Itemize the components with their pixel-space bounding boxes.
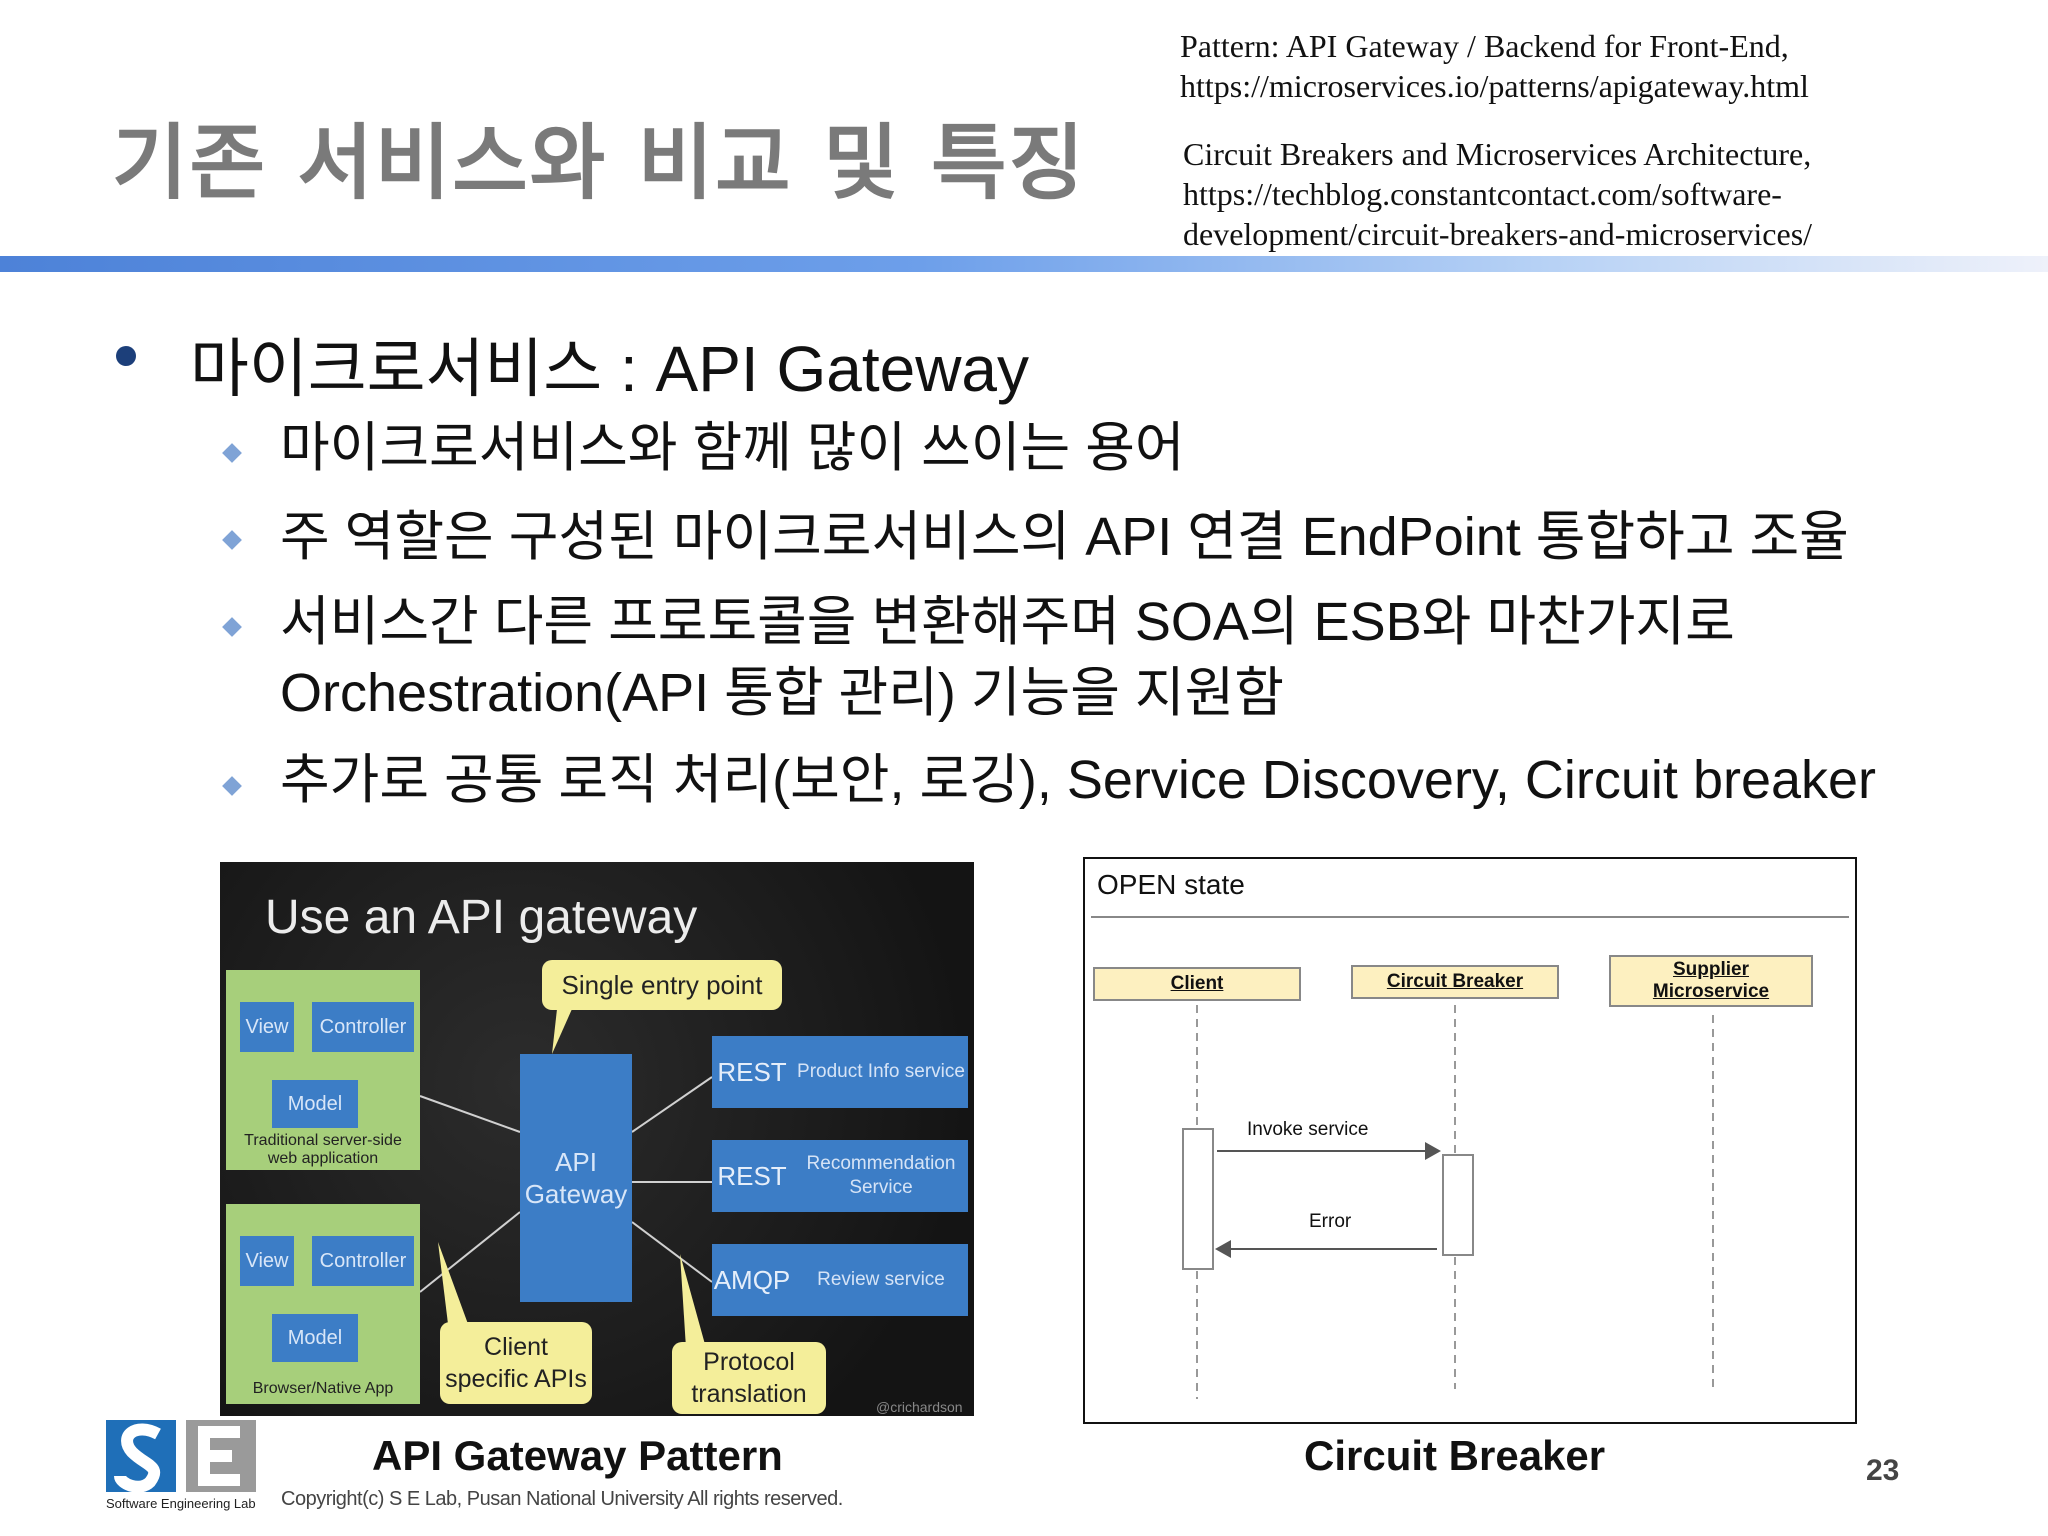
reference-circuit-breaker: Circuit Breakers and Microservices Archi… — [1183, 136, 1813, 252]
api-gateway-figure: Use an API gateway Single entry point Vi… — [220, 862, 974, 1416]
gateway-figure-title: Use an API gateway — [265, 891, 698, 944]
circuit-figure-caption: Circuit Breaker — [1304, 1432, 1606, 1479]
native-model-box: Model — [272, 1314, 358, 1362]
sub-bullet-3-cont: Orchestration(API 통합 관리) 기능을 지원함 — [280, 663, 1284, 723]
sub-bullet-marker — [222, 443, 242, 463]
callout-single-entry-point: Single entry point — [542, 960, 782, 1010]
sub-bullet-3: 서비스간 다른 프로토콜을 변환해주며 SOA의 ESB와 마찬가지로 — [280, 592, 1735, 652]
native-app-label: Browser/Native App — [252, 1380, 394, 1397]
main-bullet-dot — [116, 346, 136, 366]
copyright-text: Copyright(c) S E Lab, Pusan National Uni… — [281, 1488, 843, 1510]
service-name: Recommendation Service — [806, 1153, 956, 1198]
participant-supplier-microservice: Supplier Microservice — [1609, 955, 1813, 1007]
gateway-figure-caption: API Gateway Pattern — [372, 1432, 783, 1479]
api-gateway-box: API Gateway — [520, 1054, 632, 1302]
reference-api-gateway: Pattern: API Gateway / Backend for Front… — [1180, 28, 1809, 104]
web-app-group: View Controller Model Traditional server… — [226, 970, 420, 1170]
logo-caption: Software Engineering Lab — [106, 1496, 256, 1511]
main-bullet-text: 마이크로서비스 : API Gateway — [190, 333, 1030, 405]
sub-bullet-marker — [222, 530, 242, 550]
service-name: Product Info service — [797, 1061, 965, 1082]
service-row-product-info: REST Product Info service — [712, 1036, 968, 1108]
participant-client: Client — [1093, 967, 1301, 1001]
slide-title: 기존 서비스와 비교 및 특징 — [112, 116, 1087, 211]
sub-bullet-4: 추가로 공통 로직 처리(보안, 로깅), Service Discovery,… — [280, 750, 1877, 810]
circuit-breaker-figure: OPEN state Client Circuit Breaker Suppli… — [1083, 857, 1857, 1424]
service-protocol: REST — [717, 1161, 787, 1191]
message-error: Error — [1309, 1211, 1352, 1232]
sub-bullet-marker — [222, 617, 242, 637]
service-protocol: AMQP — [713, 1265, 791, 1295]
sub-bullet-2: 주 역할은 구성된 마이크로서비스의 API 연결 EndPoint 통합하고 … — [280, 507, 1849, 567]
participant-circuit-breaker: Circuit Breaker — [1351, 965, 1559, 999]
web-view-box: View — [240, 1002, 294, 1052]
service-name: Review service — [817, 1269, 945, 1290]
native-app-group: View Controller Model Browser/Native App — [226, 1204, 420, 1404]
service-row-recommendation: REST Recommendation Service — [712, 1140, 968, 1212]
sequence-diagram-lines — [1091, 916, 1849, 1399]
message-invoke-service: Invoke service — [1247, 1119, 1369, 1140]
callout-client-specific-apis: Client specific APIs — [440, 1322, 592, 1404]
page-number: 23 — [1866, 1454, 1900, 1487]
circuit-state-label: OPEN state — [1097, 869, 1245, 900]
gateway-connector-lines — [419, 1000, 713, 1348]
web-model-box: Model — [272, 1080, 358, 1128]
service-protocol: REST — [717, 1057, 787, 1087]
native-controller-box: Controller — [312, 1236, 414, 1286]
service-row-review: AMQP Review service — [712, 1244, 968, 1316]
callout-protocol-translation: Protocol translation — [672, 1342, 826, 1414]
native-view-box: View — [240, 1236, 294, 1286]
gateway-figure-watermark: @crichardson — [876, 1399, 963, 1415]
header-divider — [0, 256, 2048, 272]
web-controller-box: Controller — [312, 1002, 414, 1052]
sub-bullet-1: 마이크로서비스와 함께 많이 쓰이는 용어 — [280, 418, 1185, 478]
web-app-label: Traditional server-side web application — [244, 1132, 402, 1167]
se-lab-logo — [106, 1420, 256, 1493]
sub-bullet-marker — [222, 776, 242, 796]
